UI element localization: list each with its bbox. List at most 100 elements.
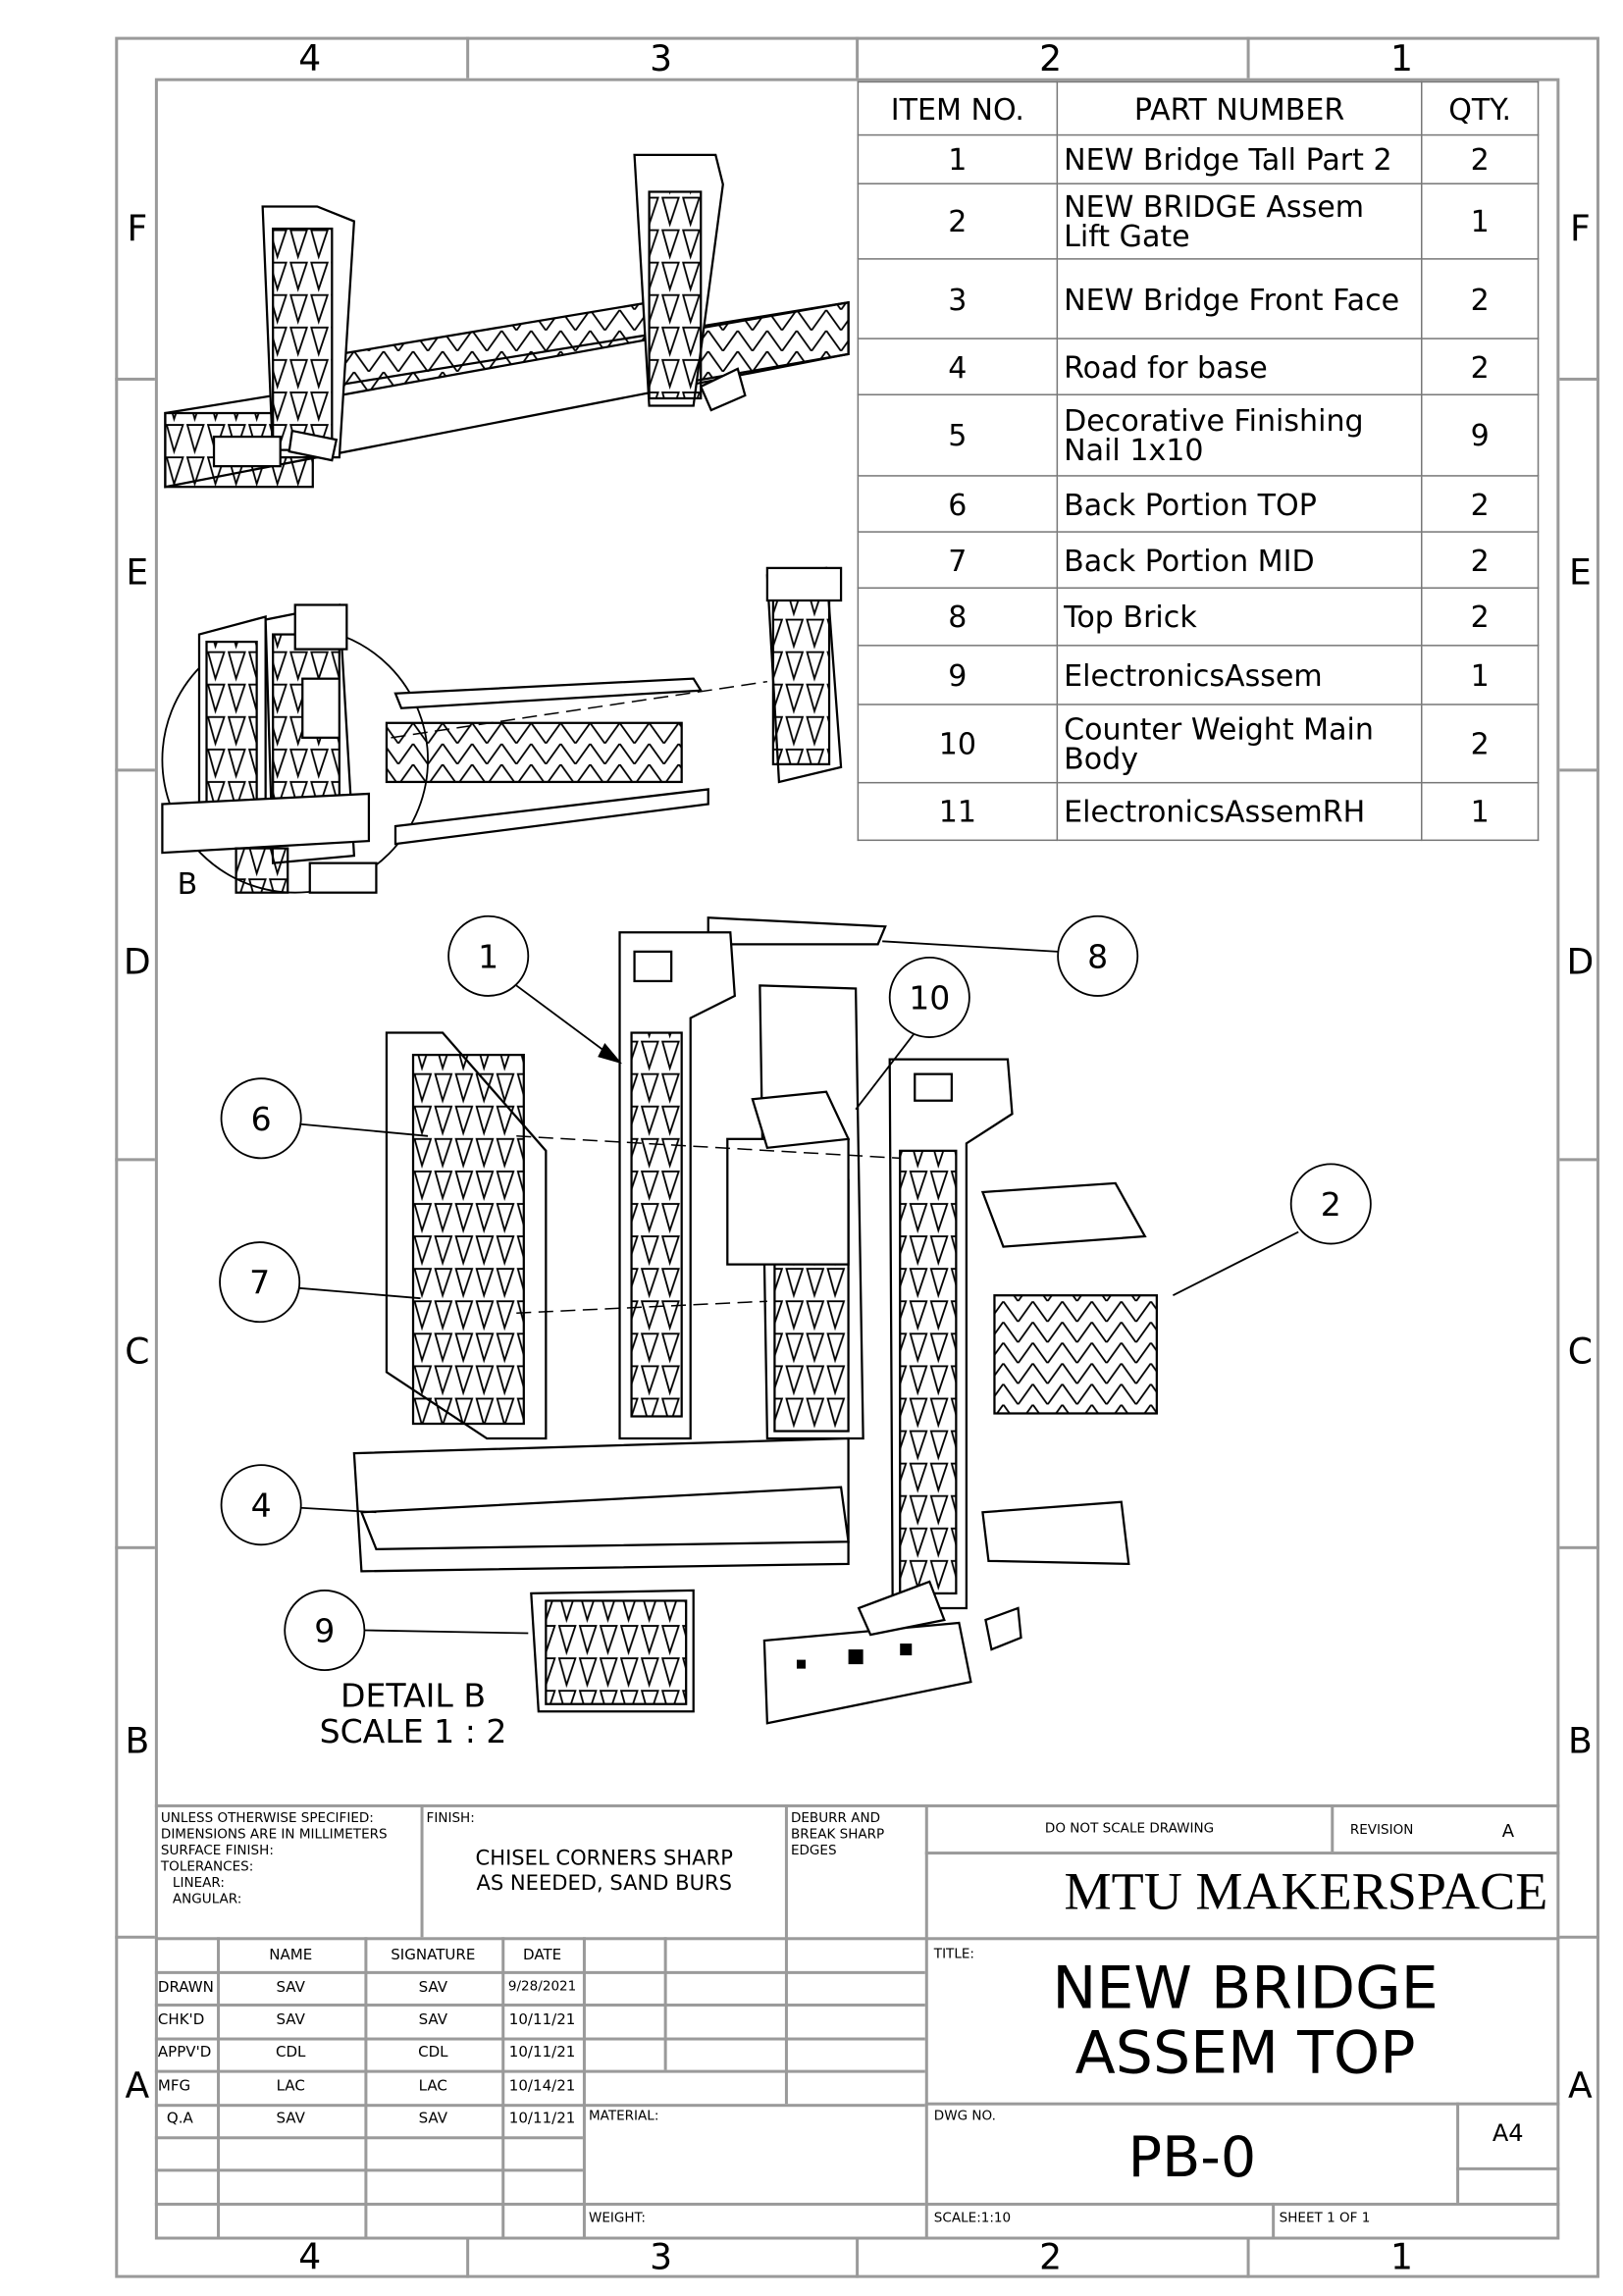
sig-role: DRAWN [157,1979,214,1997]
sig-signature: CDL [418,2045,448,2061]
zone-row-c-right: C [1567,1331,1593,1373]
title-line: NEW BRIDGE [1052,1955,1439,2023]
bom-qty: 2 [1421,133,1540,184]
sheet-number: SHEET 1 OF 1 [1279,2211,1371,2226]
bom-qty: 1 [1421,781,1540,842]
bom-qty: 2 [1421,704,1540,784]
deburr-note: DEBURR AND BREAK SHARP EDGES [791,1811,884,1860]
bom-part: NEW Bridge Front Face [1056,258,1423,339]
balloons: 1 8 10 6 2 7 4 9 [219,914,1372,1672]
bom-header-item: ITEM NO. [857,80,1059,136]
zone-row-a-right: A [1568,2065,1593,2108]
tolerance-notes: UNLESS OTHERWISE SPECIFIED: DIMENSIONS A… [161,1811,388,1908]
bom-part: NEW Bridge Tall Part 2 [1056,133,1423,184]
sig-signature: SAV [418,1979,448,1997]
sig-name: SAV [276,2011,305,2029]
zone-col-3-bottom: 3 [650,2236,673,2278]
bom-header: ITEM NO. PART NUMBER QTY. [857,80,1540,136]
bom-item: 4 [857,338,1059,395]
header-date: DATE [523,1947,562,1964]
finish-line: AS NEEDED, SAND BURS [476,1872,733,1897]
bom-qty: 2 [1421,258,1540,339]
zone-row-e-left: E [126,551,149,594]
bom-item: 5 [857,393,1059,477]
bom-item: 11 [857,781,1059,842]
bom-item: 10 [857,704,1059,784]
bom-qty: 2 [1421,338,1540,395]
finish-line: CHISEL CORNERS SHARP [475,1847,733,1871]
bom-item: 7 [857,531,1059,589]
note-line: ANGULAR: [172,1893,242,1908]
bom-item: 6 [857,475,1059,533]
material-label: MATERIAL: [588,2110,659,2125]
weight-label: WEIGHT: [588,2211,646,2226]
finish-label: FINISH: [426,1811,475,1827]
sig-date: 10/11/21 [508,2045,576,2061]
note-line: UNLESS OTHERWISE SPECIFIED: [160,1811,374,1827]
sheet-size: A4 [1492,2118,1524,2147]
dwg-no-label: DWG NO. [933,2110,996,2125]
bom-item: 3 [857,258,1059,339]
balloon-8: 8 [1087,937,1108,975]
balloon-4: 4 [251,1487,272,1525]
detail-scale: SCALE 1 : 2 [320,1712,507,1750]
revision-value: A [1501,1820,1515,1842]
sig-signature: SAV [418,2111,448,2128]
balloon-6: 6 [251,1100,272,1138]
zone-col-2-top: 2 [1039,38,1063,80]
balloon-1: 1 [478,937,498,975]
bom-part: Back Portion TOP [1056,475,1423,533]
sig-role: MFG [157,2078,191,2096]
title-line: ASSEM TOP [1074,2019,1416,2088]
balloon-2: 2 [1321,1185,1341,1224]
sig-name: SAV [276,2111,305,2128]
sig-date: 9/28/2021 [507,1979,577,1995]
isometric-view [164,153,850,489]
zone-row-a-left: A [125,2065,150,2108]
bom-part: Decorative Finishing Nail 1x10 [1056,393,1423,477]
bom-qty: 2 [1421,475,1540,533]
bom-qty: 1 [1421,645,1540,705]
zone-row-f-left: F [127,208,148,250]
sig-name: SAV [276,1979,305,1997]
balloon-7: 7 [249,1264,270,1302]
bom-part: Road for base [1056,338,1423,395]
bom-qty: 2 [1421,587,1540,647]
sig-date: 10/11/21 [508,2011,576,2029]
zone-col-2-bottom: 2 [1039,2236,1063,2278]
finish-value: CHISEL CORNERS SHARP AS NEEDED, SAND BUR… [424,1848,785,1898]
exploded-view: B [161,566,843,902]
zone-col-3-top: 3 [650,38,673,80]
bom-part: ElectronicsAssem [1056,645,1423,705]
detail-b-view [352,916,1158,1725]
sig-role: APPV'D [157,2045,212,2061]
sig-name: LAC [276,2078,305,2096]
note-line: LINEAR: [172,1876,225,1892]
detail-title: DETAIL B [340,1677,486,1715]
dwg-no: PB-0 [1127,2124,1257,2190]
note-line: SURFACE FINISH: [160,1844,274,1859]
sig-date: 10/11/21 [508,2111,576,2128]
header-name: NAME [269,1947,313,1964]
deburr-line: DEBURR AND [790,1811,881,1827]
note-line: TOLERANCES: [160,1860,254,1876]
sig-signature: SAV [418,2011,448,2029]
sig-role: CHK'D [157,2011,205,2029]
header-signature: SIGNATURE [391,1947,476,1964]
bom-part: Back Portion MID [1056,531,1423,589]
title-label: TITLE: [933,1947,974,1962]
detail-b-label: B [178,867,198,902]
bom-item: 2 [857,183,1059,260]
bom-header-part: PART NUMBER [1056,80,1423,136]
revision-label: REVISION [1349,1823,1414,1839]
